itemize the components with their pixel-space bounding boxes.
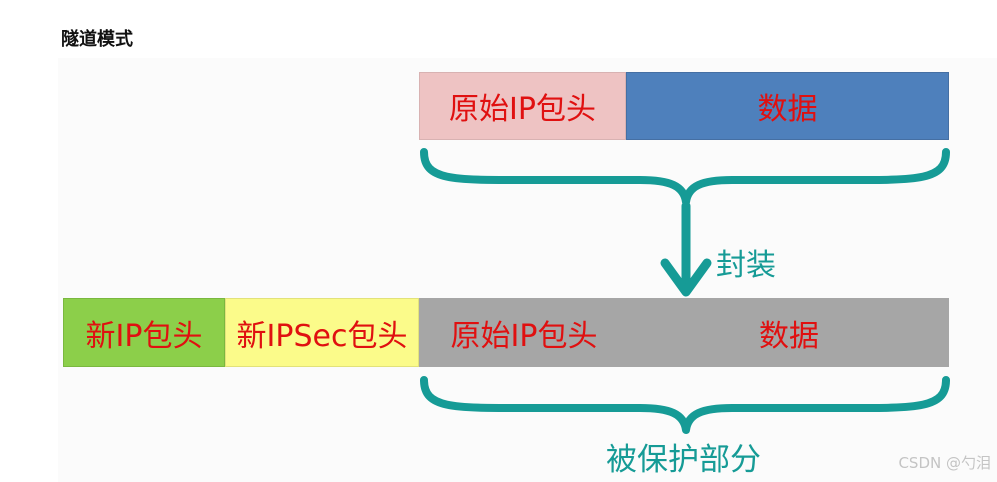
watermark: CSDN @勺泪 [898,454,991,472]
bottom-brace [420,376,950,434]
top-data-box: 数据 [626,72,949,140]
bottom-data-box: 数据 [629,298,949,367]
encapsulate-arrow-head [660,258,712,297]
bottom-original-ip-header-box: 原始IP包头 [419,298,629,367]
new-ipsec-header-box: 新IPSec包头 [225,298,419,367]
new-ip-header-box: 新IP包头 [63,298,225,367]
top-brace [420,148,950,206]
protected-part-label: 被保护部分 [606,442,761,478]
top-original-ip-header-box: 原始IP包头 [419,72,626,140]
diagram-title: 隧道模式 [61,29,133,50]
encapsulate-label: 封装 [716,248,776,283]
